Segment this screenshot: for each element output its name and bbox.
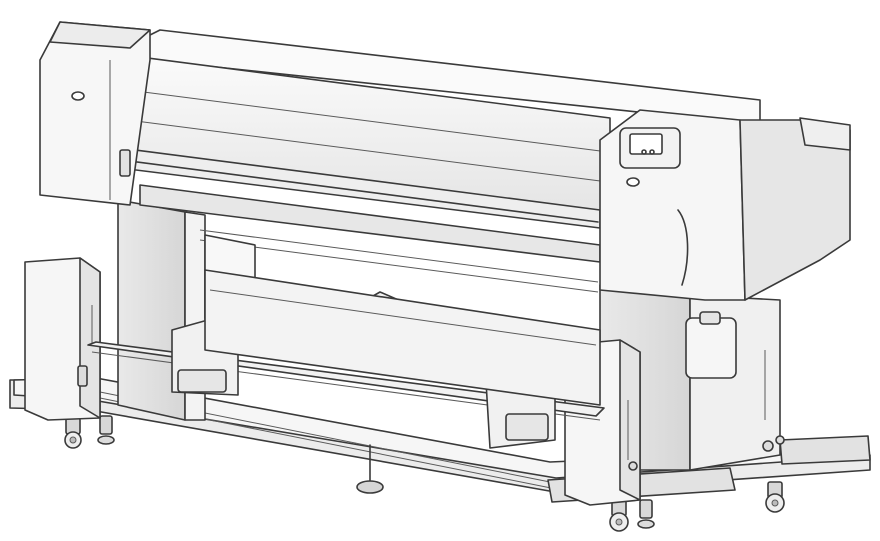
caster-right-front [609, 499, 655, 532]
panel-display [629, 133, 663, 155]
casters [64, 415, 785, 532]
ink-bottle-holder [685, 317, 737, 379]
leveling-foot-center [356, 444, 384, 494]
right-end-cover [599, 109, 851, 301]
caster-right-rear [765, 481, 785, 513]
caster-left-front [64, 417, 82, 449]
cable-icon [677, 209, 689, 286]
takeup-unit [24, 234, 641, 506]
lock-icon [626, 177, 640, 187]
lock-icon [71, 91, 85, 101]
left-end-cover [39, 21, 151, 206]
caster-left-rear [97, 415, 115, 445]
